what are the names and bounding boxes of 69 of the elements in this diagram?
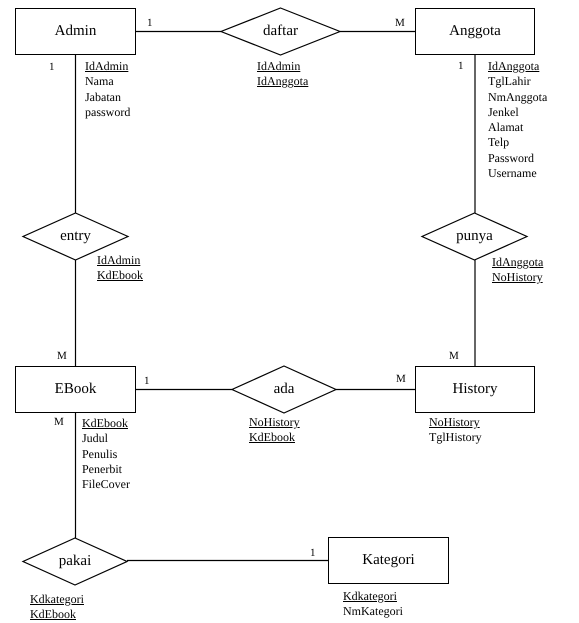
attribute-label: Penerbit bbox=[82, 462, 123, 478]
key-attribute: Kdkategori bbox=[30, 592, 84, 608]
connector-line bbox=[136, 388, 232, 390]
cardinality-label: M bbox=[57, 350, 67, 362]
relationship-name: entry bbox=[60, 228, 91, 245]
cardinality-label: M bbox=[54, 416, 64, 428]
key-attribute: KdEbook bbox=[249, 430, 296, 446]
key-attribute: KdEbook bbox=[30, 607, 77, 623]
key-attribute: NoHistory bbox=[429, 415, 481, 430]
key-attribute: KdEbook bbox=[82, 416, 129, 432]
cardinality-label: 1 bbox=[458, 60, 464, 72]
cardinality-label: M bbox=[396, 373, 406, 385]
attribute-label: TglHistory bbox=[429, 430, 482, 446]
key-attribute: NoHistory bbox=[249, 415, 300, 430]
key-attribute: KdEbook bbox=[97, 268, 143, 284]
attribute-label: NmKategori bbox=[343, 604, 403, 620]
connector-line bbox=[474, 260, 476, 366]
relationship-diamond bbox=[23, 538, 127, 585]
connector-line bbox=[336, 388, 415, 390]
attribute-label: Jabatan bbox=[85, 90, 122, 105]
key-attribute: IdAnggota bbox=[492, 255, 544, 270]
attribute-label: TglLahir bbox=[488, 74, 532, 90]
attribute-label: Telp bbox=[488, 135, 510, 151]
attribute-label: Penulis bbox=[82, 446, 118, 462]
cardinality-label: 1 bbox=[144, 375, 150, 387]
key-attribute: IdAnggota bbox=[257, 74, 308, 90]
connector-line bbox=[136, 30, 221, 32]
entity-box bbox=[15, 8, 136, 55]
attribute-label: password bbox=[85, 104, 130, 120]
entity-box bbox=[415, 366, 535, 413]
entity-name: Anggota bbox=[449, 23, 501, 40]
entity-box bbox=[328, 537, 449, 584]
relationship-name: punya bbox=[456, 228, 493, 245]
cardinality-label: 1 bbox=[147, 17, 152, 29]
relationship-name: ada bbox=[274, 381, 294, 398]
attribute-label: Judul bbox=[82, 431, 110, 447]
connector-line bbox=[340, 30, 415, 32]
attribute-label: Username bbox=[488, 166, 538, 182]
entity-name: Admin bbox=[54, 23, 96, 40]
attribute-label: Jenkel bbox=[488, 104, 520, 120]
connector-line bbox=[74, 260, 76, 366]
cardinality-label: 1 bbox=[310, 547, 316, 559]
relationship-name: pakai bbox=[58, 553, 92, 570]
key-attribute: IdAdmin bbox=[85, 59, 130, 74]
attribute-label: Nama bbox=[85, 74, 115, 90]
key-attribute: IdAdmin bbox=[97, 253, 142, 268]
attribute-label: Password bbox=[488, 150, 536, 166]
entity-name: EBook bbox=[54, 381, 96, 398]
entity-box bbox=[15, 366, 136, 413]
connector-line bbox=[474, 55, 476, 213]
entity-box bbox=[415, 8, 535, 55]
connector-line bbox=[74, 413, 76, 538]
attribute-label: Alamat bbox=[488, 120, 524, 136]
key-attribute: Kdkategori bbox=[343, 589, 398, 604]
attribute-label: NmAnggota bbox=[488, 90, 548, 105]
relationship-diamond bbox=[232, 366, 336, 413]
key-attribute: IdAnggota bbox=[488, 59, 540, 74]
relationship-diamond bbox=[221, 8, 340, 55]
cardinality-label: 1 bbox=[49, 61, 54, 73]
connector-line bbox=[74, 55, 76, 213]
connector-line bbox=[127, 560, 328, 562]
entity-name: History bbox=[452, 381, 498, 398]
entity-name: Kategori bbox=[362, 552, 415, 569]
key-attribute: IdAdmin bbox=[257, 59, 302, 74]
attribute-label: FileCover bbox=[82, 477, 130, 492]
cardinality-label: M bbox=[395, 17, 405, 29]
cardinality-label: M bbox=[449, 350, 459, 362]
relationship-name: daftar bbox=[263, 23, 298, 40]
key-attribute: NoHistory bbox=[492, 270, 544, 286]
